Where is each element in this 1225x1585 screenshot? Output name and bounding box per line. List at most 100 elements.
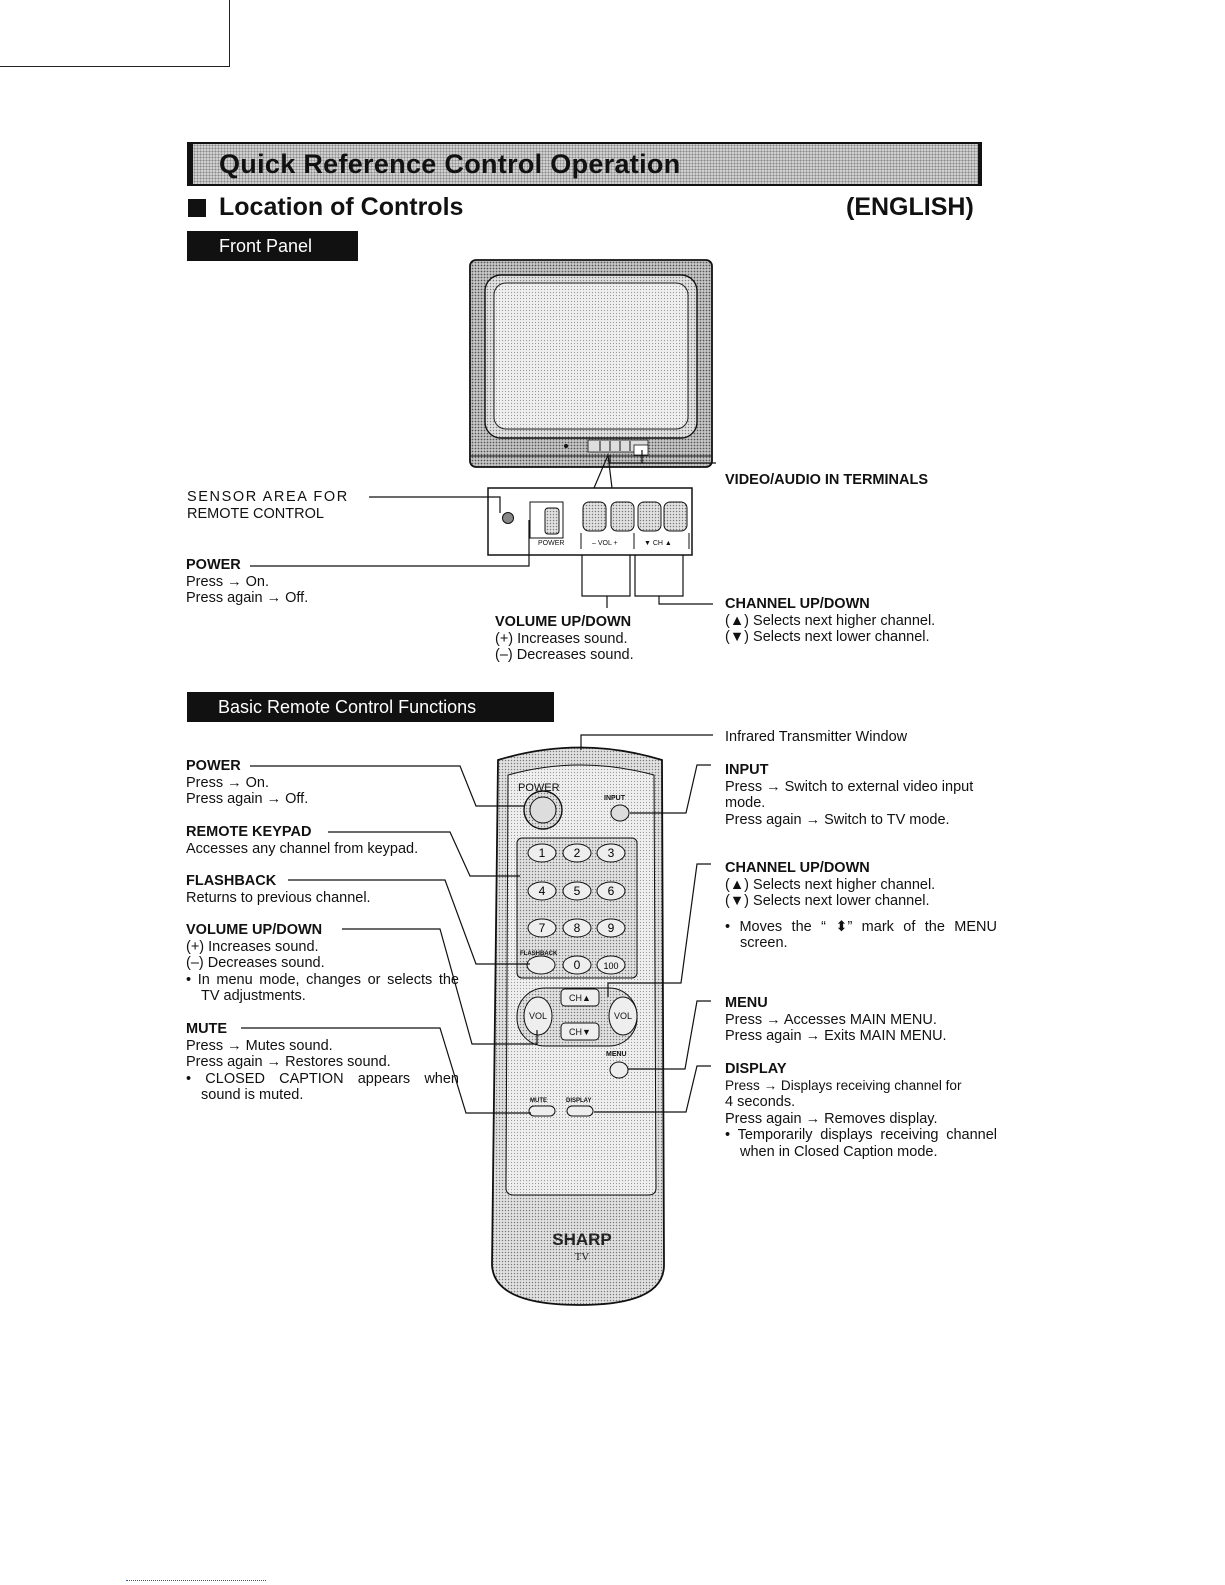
- section-title: Location of Controls: [219, 193, 464, 221]
- front-sensor-line-2: REMOTE CONTROL: [187, 505, 324, 522]
- front-panel-tag-label: Front Panel: [219, 236, 313, 256]
- remote-input-title: INPUT: [725, 762, 769, 778]
- remote-brand-sub: TV: [575, 1251, 590, 1263]
- key-4: 4: [539, 884, 546, 898]
- front-power-line-2: Press again → Off.: [186, 590, 309, 606]
- remote-display-line-2: 4 seconds.: [725, 1094, 796, 1110]
- remote-flashback-line-1: Returns to previous channel.: [186, 889, 371, 906]
- front-video-audio-label: VIDEO/AUDIO IN TERMINALS: [725, 472, 929, 488]
- title-banner: Quick Reference Control Operation: [187, 142, 982, 186]
- remote-channel-title: CHANNEL UP/DOWN: [725, 860, 870, 876]
- remote-channel-line-1: (▲) Selects next higher channel.: [725, 876, 936, 893]
- remote-mute-title: MUTE: [186, 1021, 228, 1037]
- front-channel-desc: CHANNEL UP/DOWN (▲) Selects next higher …: [725, 596, 935, 646]
- remote-functions-tag-label: Basic Remote Control Functions: [218, 697, 477, 717]
- key-7: 7: [539, 921, 546, 935]
- bottom-dotted-mark: [126, 1580, 266, 1581]
- remote-menu-desc: MENU Press → Accesses MAIN MENU. Press a…: [725, 995, 947, 1045]
- remote-channel-bullet: • Moves the “ ⬍” mark of the MENU screen…: [725, 918, 997, 952]
- page-title: Quick Reference Control Operation: [219, 149, 681, 179]
- remote-volume-desc: VOLUME UP/DOWN (+) Increases sound. (–) …: [186, 922, 459, 1005]
- language-label: (ENGLISH): [846, 193, 974, 221]
- front-sensor-label: SENSOR AREA FOR REMOTE CONTROL: [187, 489, 349, 522]
- crop-mark: [0, 0, 230, 67]
- remote-volume-title: VOLUME UP/DOWN: [186, 922, 323, 938]
- front-power-title: POWER: [186, 557, 241, 573]
- remote-menu-line-2: Press again → Exits MAIN MENU.: [725, 1028, 947, 1044]
- remote-infrared-label: Infrared Transmitter Window: [725, 729, 908, 745]
- key-2: 2: [574, 846, 581, 860]
- front-volume-title: VOLUME UP/DOWN: [495, 614, 632, 630]
- remote-volume-line-1: (+) Increases sound.: [186, 938, 319, 955]
- remote-power-label: POWER: [518, 782, 560, 794]
- remote-input-line-1: Press → Switch to external video input: [725, 778, 974, 795]
- panel-vol-label: – VOL +: [592, 540, 618, 547]
- section-bullet: [188, 199, 206, 217]
- remote-leader-lines-left: [241, 765, 538, 1114]
- remote-channel-desc: CHANNEL UP/DOWN (▲) Selects next higher …: [725, 860, 997, 952]
- remote-ch-down-label: CH▼: [569, 1027, 591, 1037]
- remote-keypad-desc: REMOTE KEYPAD Accesses any channel from …: [186, 824, 418, 857]
- remote-power-title: POWER: [186, 758, 241, 774]
- key-9: 9: [608, 921, 615, 935]
- remote-mute-line-2: Press again → Restores sound.: [186, 1054, 391, 1070]
- remote-display-title: DISPLAY: [725, 1061, 787, 1077]
- front-sensor-line-1: SENSOR AREA FOR: [187, 489, 349, 505]
- key-8: 8: [574, 921, 581, 935]
- key-0: 0: [574, 958, 581, 972]
- remote-channel-bullet-text: Moves the “ ⬍” mark of the MENU screen.: [739, 918, 997, 952]
- remote-flashback-desc: FLASHBACK Returns to previous channel.: [186, 873, 371, 906]
- remote-menu-title: MENU: [725, 995, 768, 1011]
- remote-menu-label: MENU: [606, 1051, 627, 1058]
- remote-input-line-2: mode.: [725, 795, 766, 811]
- remote-keys: 1 2 3 4 5 6 7 8 9 0 100: [526, 843, 626, 975]
- remote-channel-line-2: (▼) Selects next lower channel.: [725, 893, 930, 909]
- remote-power-line-2: Press again → Off.: [186, 791, 309, 807]
- remote-mute-bullet: • CLOSED CAPTION appears when sound is m…: [186, 1070, 460, 1104]
- remote-leader-lines-right: [580, 734, 713, 1113]
- front-power-desc: POWER Press → On. Press again → Off.: [186, 557, 308, 607]
- remote-display-desc: DISPLAY Press → Displays receiving chann…: [725, 1061, 997, 1160]
- key-3: 3: [608, 846, 615, 860]
- remote-keypad-line-1: Accesses any channel from keypad.: [186, 840, 419, 857]
- front-volume-line-1: (+) Increases sound.: [495, 630, 628, 647]
- tv-set: [469, 259, 713, 468]
- key-5: 5: [574, 884, 581, 898]
- front-panel-tag: Front Panel: [187, 231, 358, 261]
- front-volume-desc: VOLUME UP/DOWN (+) Increases sound. (–) …: [495, 614, 634, 664]
- remote-volume-bullet: • In menu mode, changes or selects the T…: [186, 971, 459, 1005]
- remote-display-bullet-text: Temporarily displays receiving channel w…: [737, 1127, 997, 1160]
- remote-mute-line-1: Press → Mutes sound.: [186, 1037, 333, 1054]
- remote-input-desc: INPUT Press → Switch to external video i…: [725, 762, 973, 828]
- remote-functions-tag: Basic Remote Control Functions: [187, 692, 554, 722]
- remote-flashback-label: FLASHBACK: [520, 951, 558, 957]
- remote-ch-up-label: CH▲: [569, 993, 591, 1003]
- remote-volume-bullet-text: In menu mode, changes or selects the TV …: [197, 971, 459, 1005]
- remote-power-line-1: Press → On.: [186, 774, 269, 791]
- remote-keypad-title: REMOTE KEYPAD: [186, 824, 312, 840]
- front-leader-lines: [250, 450, 716, 608]
- remote-display-line-3: Press again → Removes display.: [725, 1110, 938, 1127]
- remote-display-label: DISPLAY: [566, 1098, 591, 1104]
- remote-power-desc: POWER Press → On. Press again → Off.: [186, 758, 308, 808]
- front-channel-title: CHANNEL UP/DOWN: [725, 596, 870, 612]
- front-channel-line-2: (▼) Selects next lower channel.: [725, 629, 930, 645]
- remote-menu-line-1: Press → Accesses MAIN MENU.: [725, 1011, 937, 1028]
- remote-input-label: INPUT: [604, 795, 626, 802]
- remote-mute-label: MUTE: [530, 1098, 547, 1104]
- remote-display-line-1: Press → Displays receiving channel for: [725, 1077, 962, 1093]
- key-6: 6: [608, 884, 615, 898]
- front-channel-line-1: (▲) Selects next higher channel.: [725, 612, 936, 629]
- remote-mute-desc: MUTE Press → Mutes sound. Press again → …: [186, 1021, 459, 1104]
- front-power-line-1: Press → On.: [186, 573, 269, 590]
- panel-power-label: POWER: [538, 540, 564, 547]
- control-panel-detail: POWER – VOL + ▼ CH ▲: [487, 487, 693, 556]
- remote-volume-line-2: (–) Decreases sound.: [186, 955, 325, 971]
- remote-input-line-3: Press again → Switch to TV mode.: [725, 811, 950, 828]
- panel-ch-label: ▼ CH ▲: [644, 540, 672, 547]
- remote-display-bullet: • Temporarily displays receiving channel…: [725, 1127, 997, 1160]
- remote-vol-minus-label: VOL: [529, 1011, 547, 1021]
- remote-mute-bullet-text: CLOSED CAPTION appears when sound is mut…: [201, 1070, 460, 1104]
